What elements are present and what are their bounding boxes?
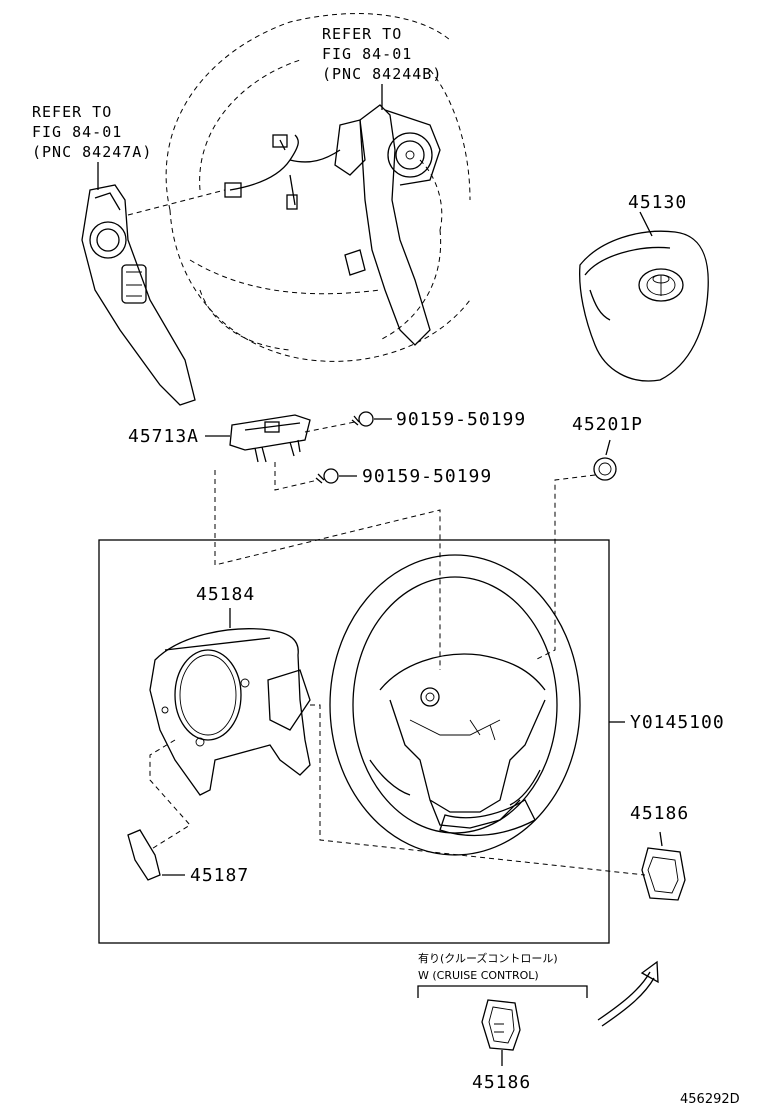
label-lower-cover: 45184 [196, 584, 256, 605]
leader-spiral-to-wheel [214, 470, 441, 670]
leader-cover-no3 [310, 704, 646, 876]
cruise-note-jp: 有り(クルーズコントロール) [418, 952, 558, 965]
leader-cover-small [149, 739, 191, 851]
leader-left-switch [127, 189, 226, 216]
label-screw-upper: 90159-50199 [396, 409, 527, 430]
wheel-assembly-box [98, 539, 610, 944]
cruise-note-en: W (CRUISE CONTROL) [418, 969, 539, 982]
curved-arrow [597, 960, 659, 1027]
screw-lower [315, 468, 339, 484]
right-switch-assembly [334, 104, 441, 346]
ref-top: REFER TO FIG 84-01 (PNC 84244B) [322, 24, 442, 84]
leader-cover-right [659, 831, 663, 847]
leader-cap [605, 439, 611, 456]
reference-wheel-outline [165, 13, 471, 362]
small-cover [127, 829, 161, 881]
ref-top-line3: (PNC 84244B) [322, 65, 443, 83]
steering-wheel [329, 554, 581, 856]
ref-top-line1: REFER TO [322, 25, 403, 43]
cover-right [641, 847, 686, 901]
label-spiral-cable: 45713A [128, 426, 200, 447]
label-screw-lower: 90159-50199 [362, 466, 493, 487]
ref-left-line1: REFER TO [32, 103, 113, 121]
cruise-bracket [417, 985, 588, 998]
ref-left-line3: (PNC 84247A) [32, 143, 153, 161]
lower-cover [149, 628, 311, 796]
screw-upper [351, 411, 374, 427]
leader-cap-wheel [534, 474, 596, 661]
left-switch-assembly [81, 184, 196, 406]
wire-harness [224, 134, 341, 210]
leader-airbag [639, 211, 653, 237]
cap [593, 457, 617, 481]
cover-cruise [481, 999, 521, 1051]
label-cover-small: 45187 [190, 865, 250, 886]
label-wheel-assy: Y0145100 [630, 712, 725, 733]
leader-spiral-lower [274, 462, 319, 491]
ref-left: REFER TO FIG 84-01 (PNC 84247A) [32, 102, 152, 162]
airbag-module [579, 230, 709, 382]
ref-left-line2: FIG 84-01 [32, 123, 123, 141]
leader-spiral-upper [304, 421, 356, 433]
ref-top-line2: FIG 84-01 [322, 45, 413, 63]
label-cover-cruise: 45186 [472, 1072, 532, 1093]
label-cap: 45201P [572, 414, 644, 435]
figure-id: 456292D [680, 1092, 740, 1107]
label-airbag: 45130 [628, 192, 688, 213]
spiral-cable [229, 414, 311, 463]
label-cover-no3: 45186 [630, 803, 690, 824]
